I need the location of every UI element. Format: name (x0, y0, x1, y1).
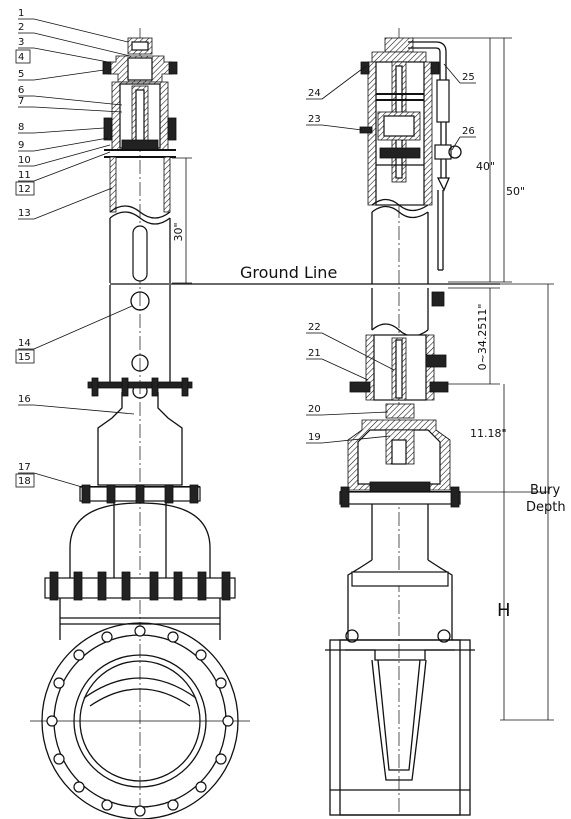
upper-tube (109, 156, 171, 283)
end-flange (30, 622, 250, 819)
callout-16: 16 (18, 394, 31, 405)
callout-15: 15 (18, 352, 31, 363)
dim-40-label: 40" (476, 160, 495, 173)
callout-8: 8 (18, 122, 24, 133)
dimension-range: 0~34.2511" (448, 287, 500, 385)
right-upper-tube (371, 198, 429, 284)
upper-housing (102, 55, 178, 158)
dimension-bury-depth: Bury Depth H (497, 283, 566, 721)
callout-14: 14 (18, 338, 31, 349)
left-view: 30" (30, 28, 250, 819)
dim-30-label: 30" (172, 222, 185, 241)
body-flange (44, 571, 236, 640)
callout-23: 23 (308, 114, 321, 125)
bury-label: Bury (530, 483, 561, 498)
operating-nut (127, 37, 153, 55)
callout-13: 13 (18, 208, 31, 219)
dim-11-label: 11.18" (470, 427, 507, 440)
indicator-housing (359, 37, 462, 271)
right-extension (349, 288, 449, 401)
callout-20: 20 (308, 404, 321, 415)
callout-2: 2 (18, 22, 24, 33)
stem-bonnet (339, 403, 461, 508)
callout-18: 18 (18, 476, 31, 487)
dimension-40-50: 40" 50" (412, 37, 525, 283)
ground-line: Ground Line (110, 263, 500, 285)
callout-4: 4 (18, 52, 24, 63)
callout-19: 19 (308, 432, 321, 443)
dimension-30: 30" (172, 157, 192, 284)
callout-3: 3 (18, 37, 24, 48)
callouts-right: 19 20 21 22 23 24 25 26 (306, 63, 476, 444)
dimension-11: 11.18" (460, 384, 548, 493)
extension-tube (87, 285, 193, 399)
dim-range-label: 0~34.2511" (476, 304, 489, 371)
callout-9: 9 (18, 140, 24, 151)
callout-17: 17 (18, 462, 31, 473)
h-label: H (497, 600, 511, 621)
callout-26: 26 (462, 126, 475, 137)
callout-12: 12 (18, 184, 31, 195)
callout-25: 25 (462, 72, 475, 83)
callout-22: 22 (308, 322, 321, 333)
callout-6: 6 (18, 85, 24, 96)
callout-21: 21 (308, 348, 321, 359)
callouts-left: 1 2 3 4 5 6 7 8 9 10 11 12 13 14 15 16 1… (15, 8, 135, 488)
callout-24: 24 (308, 88, 321, 99)
callout-7: 7 (18, 96, 24, 107)
dim-50-label: 50" (506, 185, 525, 198)
ground-line-label: Ground Line (240, 263, 337, 282)
callout-1: 1 (18, 8, 24, 19)
valve-bonnet (69, 502, 211, 578)
right-valve-body (325, 504, 475, 816)
flange-bolt-holes (46, 625, 234, 817)
depth-label: Depth (526, 500, 566, 515)
bonnet-adapter (79, 392, 201, 504)
callout-10: 10 (18, 155, 31, 166)
right-view: 40" 50" 0~34.2511" 11.18" Bury Depth H (325, 28, 566, 816)
callout-11: 11 (18, 170, 31, 181)
callout-5: 5 (18, 69, 24, 80)
